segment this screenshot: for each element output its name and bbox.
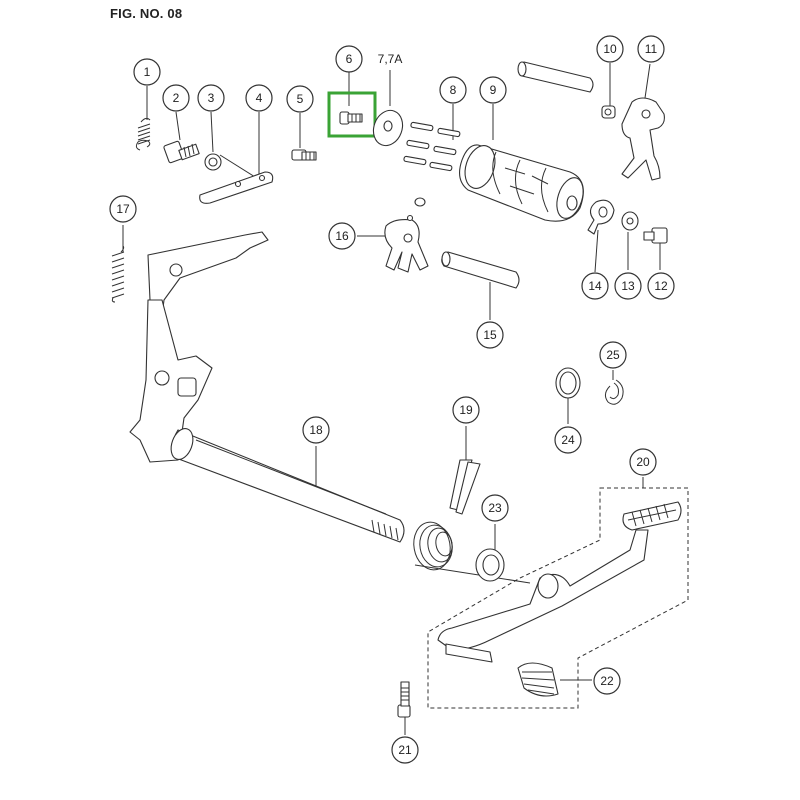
callout-15[interactable]: 15 [476,321,504,349]
washer-part-7 [372,109,404,147]
callout-label-12: 12 [654,279,668,293]
washer-part-24 [555,367,581,399]
callout-label-23: 23 [488,501,502,515]
callout-label-14: 14 [588,279,602,293]
callout-label-19: 19 [459,403,473,417]
callout-23[interactable]: 23 [481,494,509,522]
callout-label-9: 9 [490,83,497,97]
callout-11[interactable]: 11 [637,35,665,63]
callout-label-25: 25 [606,348,620,362]
callout-label-11: 11 [645,42,658,56]
callout-8[interactable]: 8 [439,76,467,104]
callout-label-4: 4 [256,91,263,105]
callout-18[interactable]: 18 [302,416,330,444]
callout-label-15: 15 [483,328,497,342]
callout-label-22: 22 [600,674,614,688]
washer-part-13 [621,211,639,231]
callout-17[interactable]: 17 [109,195,137,223]
pins-part-8 [403,121,461,207]
callout-10[interactable]: 10 [596,35,624,63]
washer-part-3 [204,153,222,171]
callout-label-13: 13 [621,279,635,293]
callout-19[interactable]: 19 [452,396,480,424]
nut-part-10 [601,105,616,119]
callout-label-17: 17 [116,202,130,216]
callout-label-21: 21 [398,743,412,757]
callout-label-3: 3 [208,91,215,105]
callout-16[interactable]: 16 [328,222,356,250]
callout-25[interactable]: 25 [599,341,627,369]
bolt-part-6 [339,111,363,125]
callout-label-20: 20 [636,455,650,469]
callout-1[interactable]: 1 [133,58,161,86]
shift-shaft-part-18 [129,231,405,543]
callout-label-6: 6 [346,52,353,66]
fork-part-16 [384,214,429,273]
figure-title: FIG. NO. 08 [110,6,183,21]
callout-label-1: 1 [144,65,151,79]
spring-part-1 [135,117,151,151]
oil-seal-part-23 [475,548,505,582]
callout-20[interactable]: 20 [629,448,657,476]
rod-part-15 [441,251,520,289]
callout-label-24: 24 [561,433,575,447]
part-6-highlight-box [327,91,377,138]
callout-9[interactable]: 9 [479,76,507,104]
shift-drum-part-9 [459,144,584,222]
pedal-rubber-part-22 [517,662,559,697]
callout-14[interactable]: 14 [581,272,609,300]
return-spring-part-19 [413,459,481,571]
callout-label-18: 18 [309,423,323,437]
pedal-part-20 [427,487,689,709]
callout-5[interactable]: 5 [286,85,314,113]
spring-part-17 [111,245,125,303]
callout-6[interactable]: 6 [335,45,363,73]
rod-upper [517,61,594,93]
clip-part-14 [587,199,615,235]
leader-lines [122,63,661,735]
bolt-part-21 [397,681,411,718]
plate-part-4 [199,171,274,204]
callout-4[interactable]: 4 [245,84,273,112]
callout-label-10: 10 [603,42,617,56]
circlip-part-25 [604,379,624,405]
callout-13[interactable]: 13 [614,272,642,300]
callout-3[interactable]: 3 [197,84,225,112]
callout-2[interactable]: 2 [162,84,190,112]
screw-part-5 [291,149,317,161]
bolt-part-2 [163,140,200,164]
parts-drawing [111,61,689,718]
callout-21[interactable]: 21 [391,736,419,764]
callout-label-5: 5 [297,92,304,106]
callout-label-16: 16 [335,229,349,243]
callout-label-8: 8 [450,83,457,97]
callout-12[interactable]: 12 [647,272,675,300]
fork-part-11 [621,97,665,181]
label-7-7a: 7,7A [378,52,403,66]
callout-22[interactable]: 22 [593,667,621,695]
bolt-part-12 [643,227,668,244]
callout-24[interactable]: 24 [554,426,582,454]
callout-label-2: 2 [173,91,180,105]
